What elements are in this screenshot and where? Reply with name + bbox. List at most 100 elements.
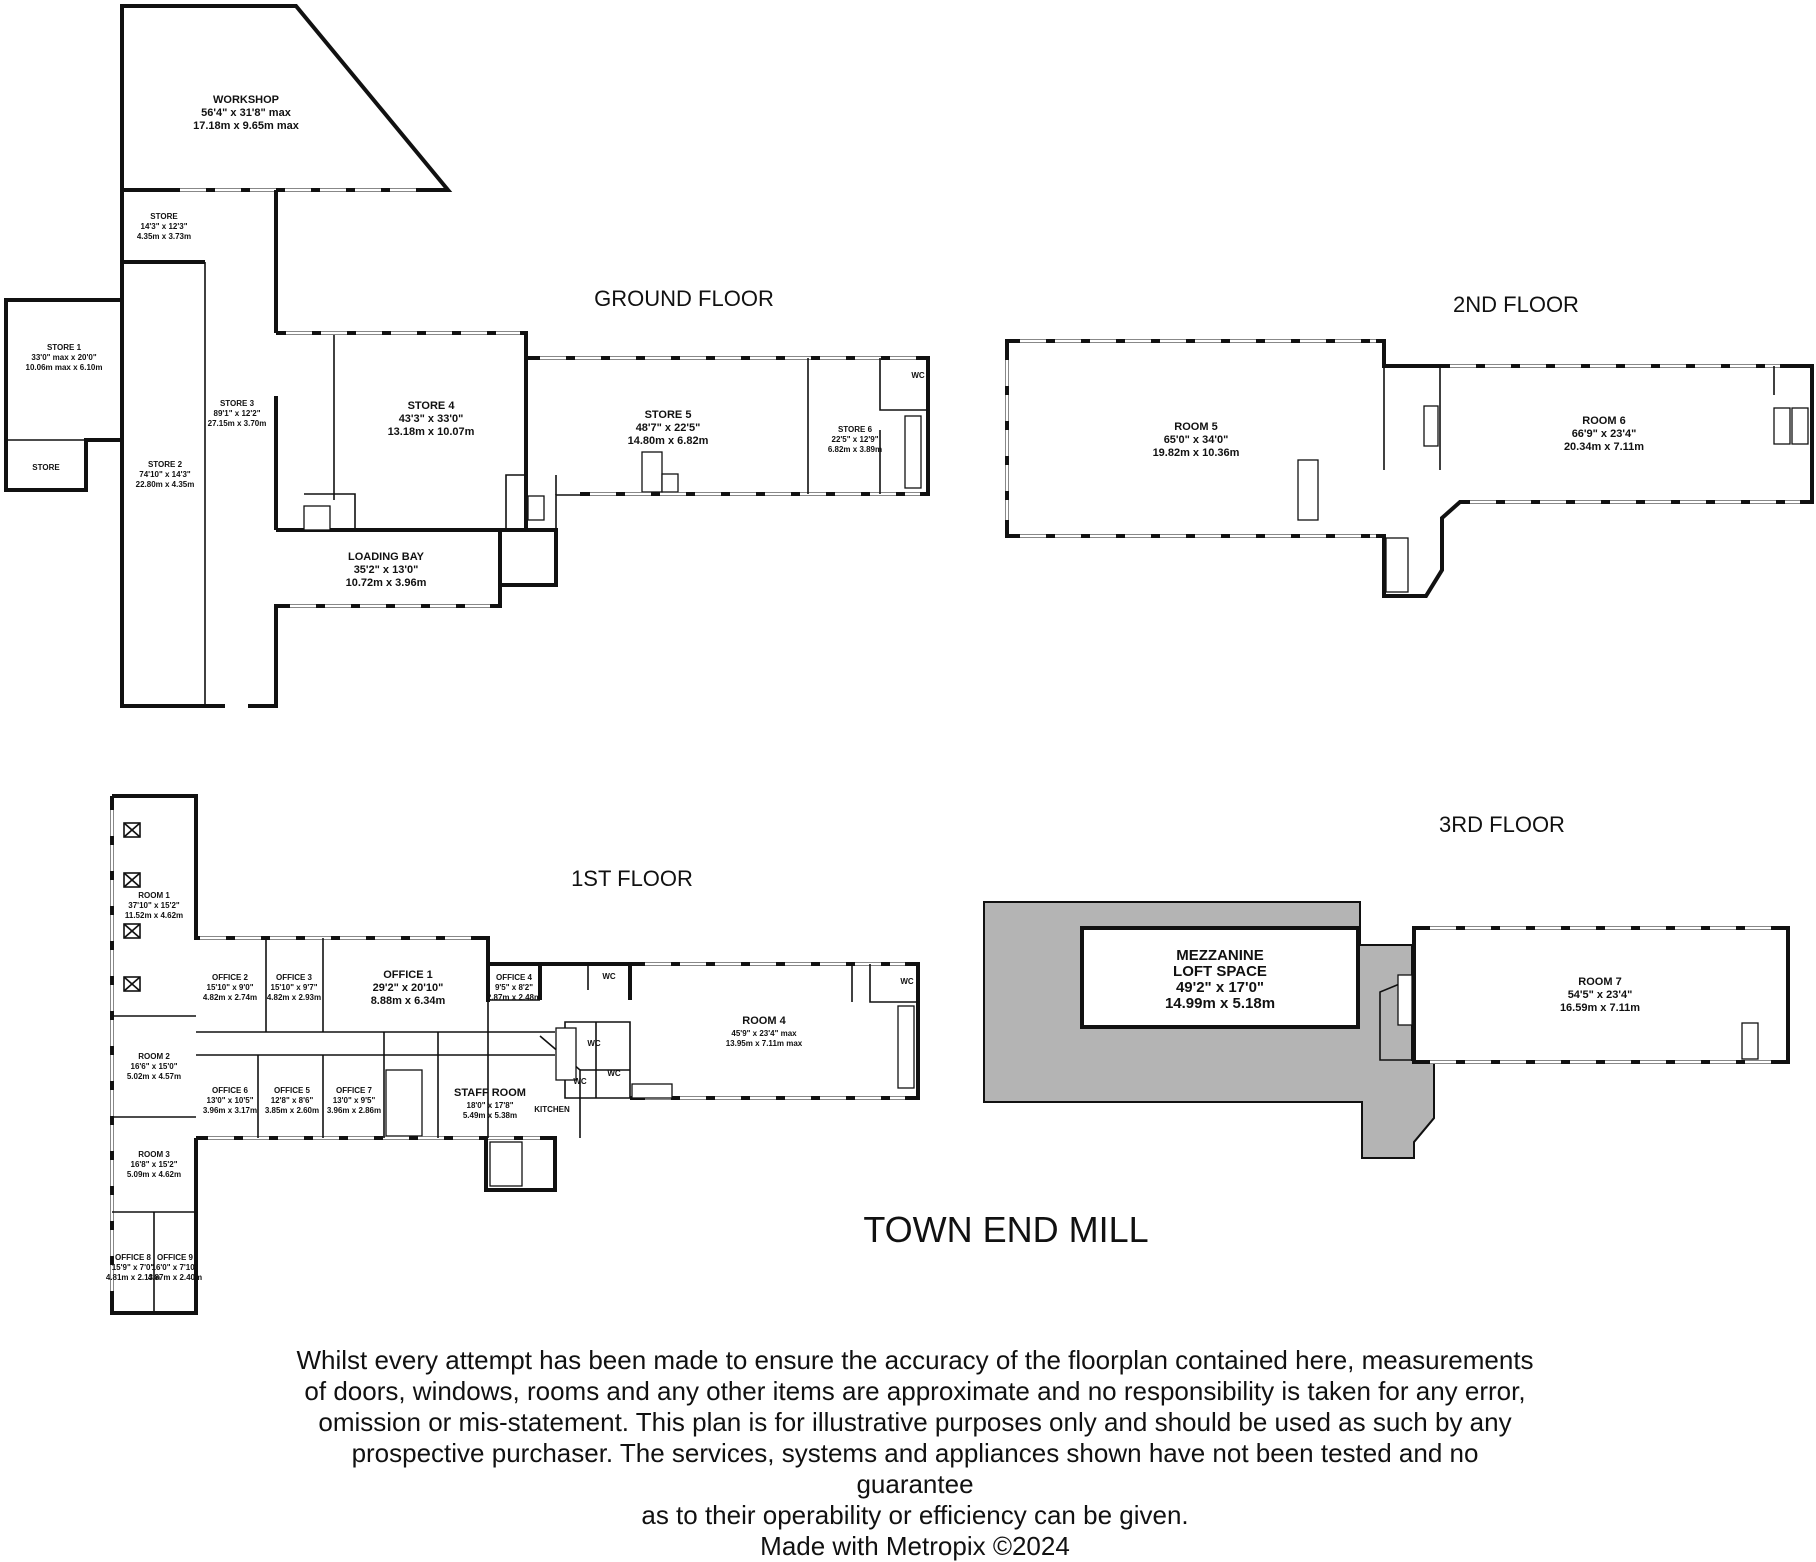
store4-name: STORE 4 xyxy=(408,400,456,412)
room6-imperial: 66'9" x 23'4" xyxy=(1572,428,1637,440)
store1-metric: 10.06m max x 6.10m xyxy=(26,363,103,372)
store-small-name: STORE xyxy=(32,463,60,472)
second-floor-plan xyxy=(1005,339,1814,598)
office7-metric: 3.96m x 2.86m xyxy=(327,1106,381,1115)
office8-imperial: 15'9" x 7'0" xyxy=(112,1263,155,1272)
staff-room-metric: 5.49m x 5.38m xyxy=(463,1111,517,1120)
office7-imperial: 13'0" x 9'5" xyxy=(333,1096,376,1105)
office2-imperial: 15'10" x 9'0" xyxy=(207,983,254,992)
office4-metric: 2.87m x 2.48m xyxy=(487,993,541,1002)
room5-name: ROOM 5 xyxy=(1174,421,1217,433)
office1-name: OFFICE 1 xyxy=(383,969,433,981)
room7-name: ROOM 7 xyxy=(1578,976,1621,988)
second-floor-title: 2ND FLOOR xyxy=(1453,292,1579,317)
room7-metric: 16.59m x 7.11m xyxy=(1560,1002,1640,1014)
office9-name: OFFICE 9 xyxy=(157,1253,194,1262)
room4-metric: 13.95m x 7.11m max xyxy=(726,1039,803,1048)
store3-imperial: 89'1" x 12'2" xyxy=(214,409,261,418)
room4-imperial: 45'9" x 23'4" max xyxy=(731,1029,797,1038)
office6-imperial: 13'0" x 10'5" xyxy=(207,1096,254,1105)
office3-imperial: 15'10" x 9'7" xyxy=(271,983,318,992)
first-floor-plan xyxy=(110,794,920,1315)
store5-name: STORE 5 xyxy=(645,409,692,421)
wc-label-b: WC xyxy=(900,977,914,986)
room1-metric: 11.52m x 4.62m xyxy=(125,911,183,920)
store2-metric: 22.80m x 4.35m xyxy=(136,480,195,489)
office6-name: OFFICE 6 xyxy=(212,1086,249,1095)
wc-label-e: WC xyxy=(573,1077,587,1086)
room2-name: ROOM 2 xyxy=(138,1052,170,1061)
mezzanine-subname: LOFT SPACE xyxy=(1173,963,1267,980)
store1-imperial: 33'0" max x 20'0" xyxy=(31,353,96,362)
office7-name: OFFICE 7 xyxy=(336,1086,373,1095)
disclaimer-line-4: prospective purchaser. The services, sys… xyxy=(351,1438,1479,1499)
room5-imperial: 65'0" x 34'0" xyxy=(1164,434,1229,446)
office8-metric: 4.81m x 2.13m xyxy=(106,1273,160,1282)
room1-imperial: 37'10" x 15'2" xyxy=(128,901,180,910)
first-floor-title: 1ST FLOOR xyxy=(571,866,693,891)
store6-name: STORE 6 xyxy=(838,425,873,434)
office5-imperial: 12'8" x 8'6" xyxy=(271,1096,314,1105)
office4-imperial: 9'5" x 8'2" xyxy=(495,983,533,992)
room7-imperial: 54'5" x 23'4" xyxy=(1568,989,1633,1001)
first-floor-labels: 1ST FLOOR ROOM 1 37'10" x 15'2" 11.52m x… xyxy=(106,866,914,1282)
wc-label-d: WC xyxy=(607,1069,621,1078)
third-floor-plan xyxy=(983,901,1790,1159)
room3-name: ROOM 3 xyxy=(138,1150,170,1159)
store6-metric: 6.82m x 3.89m xyxy=(828,445,882,454)
office3-name: OFFICE 3 xyxy=(276,973,313,982)
ground-floor-labels: GROUND FLOOR WORKSHOP 56'4" x 31'8" max … xyxy=(26,94,925,589)
second-floor-labels: 2ND FLOOR ROOM 5 65'0" x 34'0" 19.82m x … xyxy=(1153,292,1645,459)
room3-imperial: 16'8" x 15'2" xyxy=(131,1160,178,1169)
ground-floor-title: GROUND FLOOR xyxy=(594,286,774,311)
disclaimer-line-3: omission or mis-statement. This plan is … xyxy=(318,1407,1512,1437)
loading-bay-name: LOADING BAY xyxy=(348,551,425,563)
store3-metric: 27.15m x 3.70m xyxy=(208,419,267,428)
room6-metric: 20.34m x 7.11m xyxy=(1564,441,1644,453)
store4-imperial: 43'3" x 33'0" xyxy=(399,413,464,425)
staff-room-imperial: 18'0" x 17'8" xyxy=(467,1101,514,1110)
mezzanine-imperial: 49'2" x 17'0" xyxy=(1176,979,1264,996)
room2-metric: 5.02m x 4.57m xyxy=(127,1072,181,1081)
mezzanine-name: MEZZANINE xyxy=(1176,947,1264,964)
workshop-name: WORKSHOP xyxy=(213,94,279,106)
kitchen-label: KITCHEN xyxy=(534,1105,570,1114)
store3-name: STORE 3 xyxy=(220,399,255,408)
office2-name: OFFICE 2 xyxy=(212,973,249,982)
room5-metric: 19.82m x 10.36m xyxy=(1153,447,1240,459)
disclaimer-line-1: Whilst every attempt has been made to en… xyxy=(296,1345,1534,1375)
staff-room-name: STAFF ROOM xyxy=(454,1087,526,1099)
store2-name: STORE 2 xyxy=(148,460,183,469)
room4-name: ROOM 4 xyxy=(742,1015,786,1027)
store2-imperial: 74'10" x 14'3" xyxy=(139,470,191,479)
office8-name: OFFICE 8 xyxy=(115,1253,152,1262)
workshop-metric: 17.18m x 9.65m max xyxy=(193,120,300,132)
office3-metric: 4.82m x 2.93m xyxy=(267,993,321,1002)
ground-floor-plan xyxy=(4,4,930,708)
mezzanine-metric: 14.99m x 5.18m xyxy=(1165,995,1275,1012)
loading-bay-metric: 10.72m x 3.96m xyxy=(346,577,427,589)
third-floor-title: 3RD FLOOR xyxy=(1439,812,1565,837)
disclaimer-line-2: of doors, windows, rooms and any other i… xyxy=(304,1376,1526,1406)
office9-imperial: 16'0" x 7'10" xyxy=(152,1263,199,1272)
store4-metric: 13.18m x 10.07m xyxy=(388,426,475,438)
office1-imperial: 29'2" x 20'10" xyxy=(373,982,444,994)
office6-metric: 3.96m x 3.17m xyxy=(203,1106,257,1115)
wc-label-a: WC xyxy=(602,972,616,981)
office2-metric: 4.82m x 2.74m xyxy=(203,993,257,1002)
office5-metric: 3.85m x 2.60m xyxy=(265,1106,319,1115)
store6-imperial: 22'5" x 12'9" xyxy=(832,435,879,444)
store1-name: STORE 1 xyxy=(47,343,82,352)
loading-bay-imperial: 35'2" x 13'0" xyxy=(354,564,419,576)
office5-name: OFFICE 5 xyxy=(274,1086,311,1095)
disclaimer-line-5: as to their operability or efficiency ca… xyxy=(641,1500,1189,1530)
office1-metric: 8.88m x 6.34m xyxy=(371,995,446,1007)
workshop-imperial: 56'4" x 31'8" max xyxy=(201,107,292,119)
room2-imperial: 16'6" x 15'0" xyxy=(131,1062,178,1071)
store5-metric: 14.80m x 6.82m xyxy=(628,435,709,447)
plan-title: TOWN END MILL xyxy=(863,1209,1148,1250)
room1-name: ROOM 1 xyxy=(138,891,170,900)
room3-metric: 5.09m x 4.62m xyxy=(127,1170,181,1179)
third-floor-labels: 3RD FLOOR MEZZANINE LOFT SPACE 49'2" x 1… xyxy=(1165,812,1640,1014)
